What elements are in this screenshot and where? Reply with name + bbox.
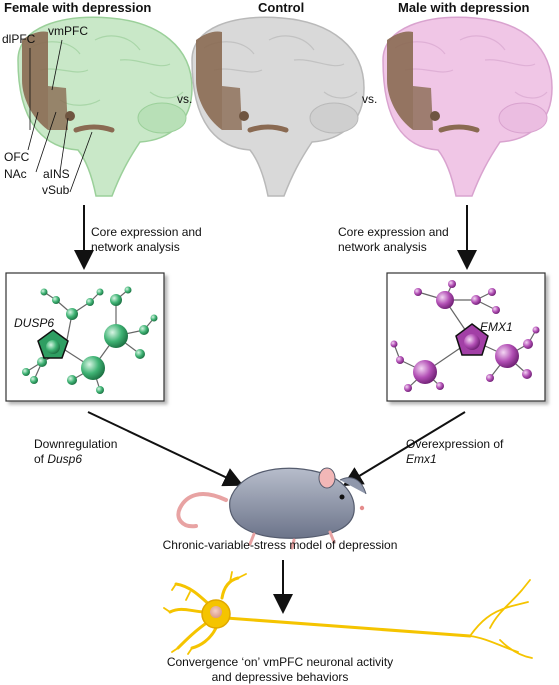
network-female bbox=[5, 272, 165, 402]
analysis-caption-male-line1: Core expression and bbox=[338, 225, 449, 239]
region-label-ains: aINS bbox=[43, 167, 70, 181]
outcome-line2: and depressive behaviors bbox=[211, 670, 349, 684]
mouse-illustration bbox=[176, 467, 367, 550]
brain-control bbox=[191, 16, 365, 197]
gene-label-emx1: EMX1 bbox=[480, 320, 513, 334]
effect-female-of: of bbox=[34, 452, 48, 466]
brain-female bbox=[17, 16, 193, 197]
effect-female-gene: Dusp6 bbox=[47, 452, 83, 466]
header-female: Female with depression bbox=[4, 0, 152, 15]
gene-label-dusp6: DUSP6 bbox=[14, 316, 55, 330]
analysis-caption-male-line2: network analysis bbox=[338, 240, 427, 254]
flow-arrows bbox=[74, 205, 477, 614]
vs-label-left: vs. bbox=[177, 92, 193, 106]
mouse-caption: Chronic-variable-stress model of depress… bbox=[162, 538, 398, 552]
region-label-dlpfc: dlPFC bbox=[2, 32, 36, 46]
analysis-caption-female-line1: Core expression and bbox=[91, 225, 202, 239]
effect-male-gene: Emx1 bbox=[406, 452, 437, 466]
outcome-line1: Convergence ‘on’ vmPFC neuronal activity bbox=[166, 655, 394, 669]
neuron-illustration bbox=[163, 571, 533, 659]
region-label-nac: NAc bbox=[4, 167, 27, 181]
effect-male-line1: Overexpression of bbox=[406, 437, 504, 451]
brain-male bbox=[382, 16, 553, 197]
header-control: Control bbox=[258, 0, 305, 15]
region-leader-lines bbox=[27, 39, 93, 193]
effect-female-line2: of Dusp6 bbox=[34, 452, 82, 467]
arrow-male-to-mouse bbox=[342, 411, 466, 487]
header-male: Male with depression bbox=[398, 0, 530, 15]
arrow-female-to-mouse bbox=[87, 411, 244, 487]
effect-female-line1: Downregulation bbox=[34, 437, 118, 451]
vs-label-right: vs. bbox=[362, 92, 378, 106]
region-label-ofc: OFC bbox=[4, 150, 30, 164]
region-label-vsub: vSub bbox=[42, 183, 70, 197]
region-label-vmpfc: vmPFC bbox=[48, 24, 88, 38]
analysis-caption-female-line2: network analysis bbox=[91, 240, 180, 254]
network-male bbox=[386, 272, 546, 402]
